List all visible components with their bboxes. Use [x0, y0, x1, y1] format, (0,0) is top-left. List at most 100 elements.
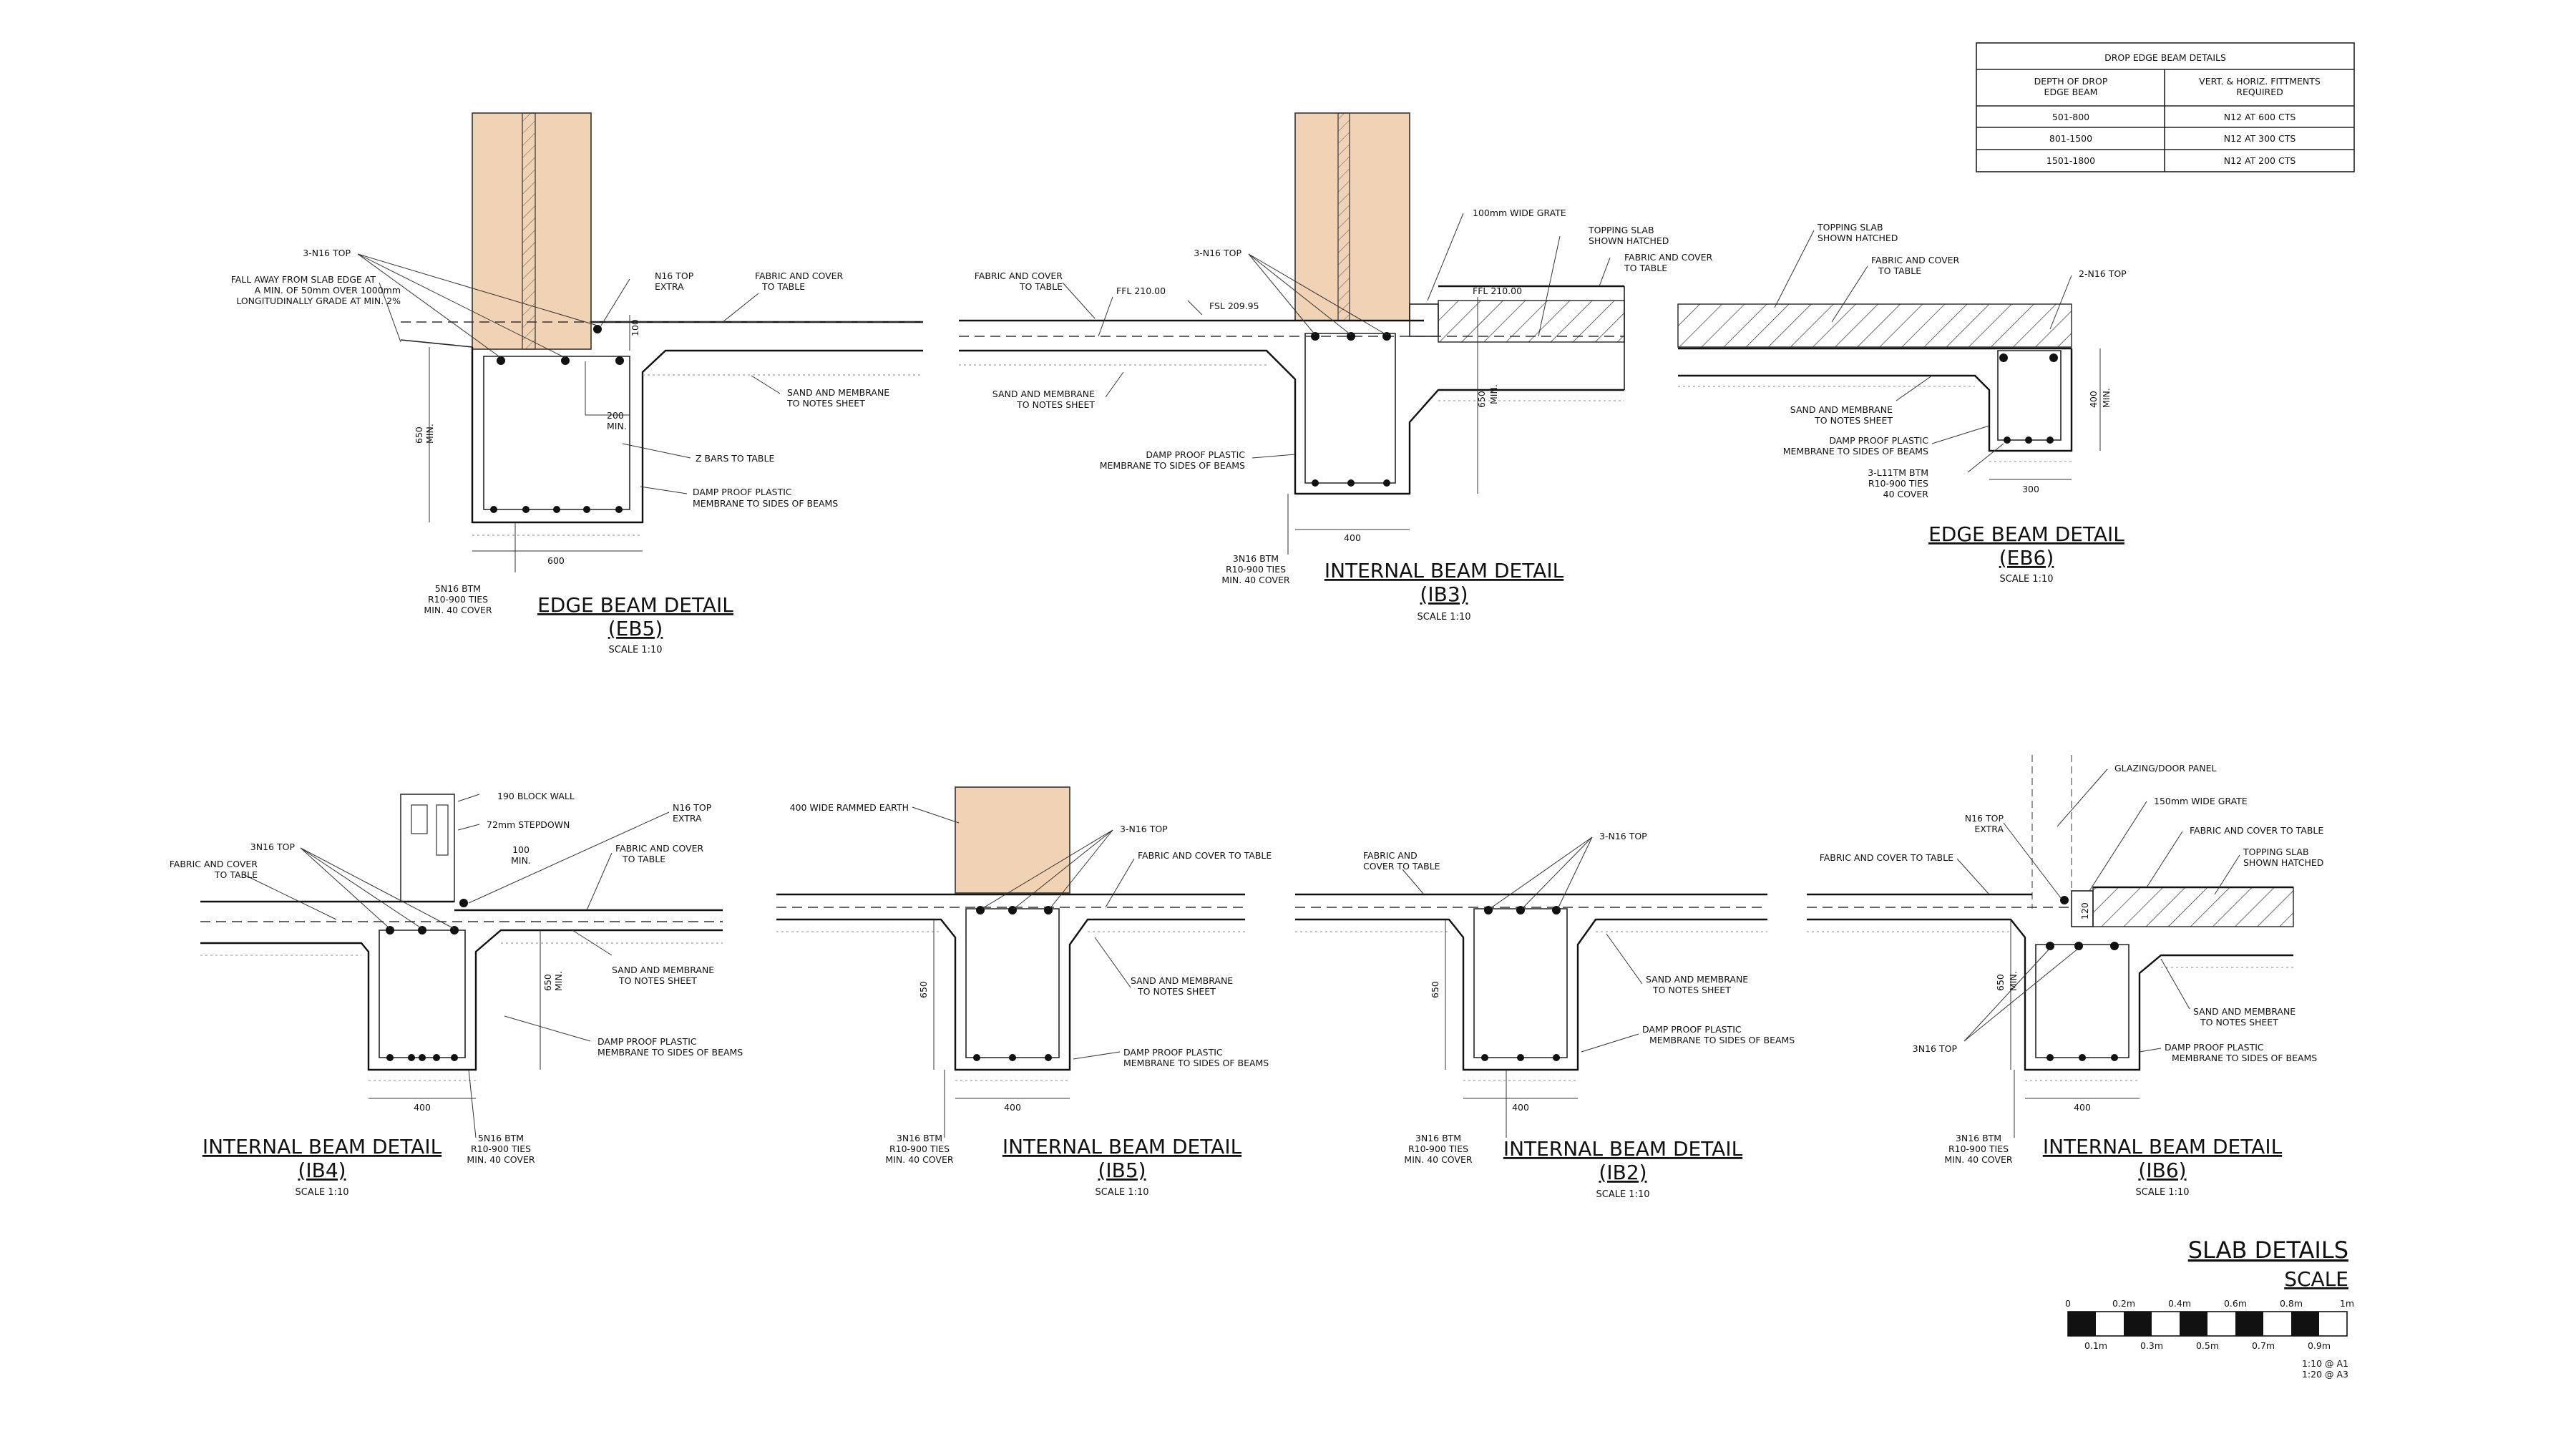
- svg-text:FSL 209.95: FSL 209.95: [1209, 301, 1259, 311]
- svg-text:0.8m: 0.8m: [2280, 1298, 2303, 1309]
- detail-scale: SCALE 1:10: [1596, 1189, 1649, 1200]
- svg-text:100mm WIDE GRATE: 100mm WIDE GRATE: [1473, 208, 1566, 218]
- svg-text:TO NOTES SHEET: TO NOTES SHEET: [1016, 399, 1095, 410]
- svg-text:TO TABLE: TO TABLE: [1624, 263, 1667, 273]
- svg-text:FABRIC AND COVER: FABRIC AND COVER: [170, 859, 258, 869]
- svg-text:DAMP PROOF PLASTIC: DAMP PROOF PLASTIC: [693, 487, 792, 497]
- svg-text:FABRIC AND: FABRIC AND: [1363, 850, 1418, 861]
- svg-text:MIN. 40 COVER: MIN. 40 COVER: [1404, 1154, 1472, 1165]
- svg-text:3N16 TOP: 3N16 TOP: [250, 841, 296, 852]
- svg-text:TOPPING SLAB: TOPPING SLAB: [1588, 225, 1654, 235]
- svg-text:R10-900 TIES: R10-900 TIES: [889, 1143, 950, 1154]
- svg-text:FABRIC AND COVER: FABRIC AND COVER: [615, 843, 704, 854]
- svg-text:DAMP PROOF PLASTIC: DAMP PROOF PLASTIC: [597, 1036, 697, 1047]
- svg-text:0.6m: 0.6m: [2224, 1298, 2247, 1309]
- svg-text:MIN.: MIN.: [607, 421, 627, 431]
- drop-edge-beam-table: DROP EDGE BEAM DETAILS DEPTH OF DROP EDG…: [1976, 42, 2355, 172]
- detail-scale: SCALE 1:10: [1999, 574, 2053, 585]
- sheet-title-block: SLAB DETAILS SCALE 0 0.2m 0.4m 0.6m 0.8m…: [2065, 1236, 2354, 1380]
- svg-text:0.9m: 0.9m: [2308, 1340, 2331, 1351]
- svg-text:650: 650: [414, 426, 424, 444]
- svg-text:A MIN. OF 50mm OVER 1000mm: A MIN. OF 50mm OVER 1000mm: [255, 285, 401, 296]
- svg-text:650: 650: [918, 981, 929, 998]
- svg-text:DAMP PROOF PLASTIC: DAMP PROOF PLASTIC: [2165, 1042, 2264, 1053]
- svg-text:FABRIC AND COVER: FABRIC AND COVER: [755, 270, 844, 281]
- svg-text:MIN.: MIN.: [553, 971, 564, 991]
- table-cell: N12 AT 300 CTS: [2224, 133, 2296, 144]
- svg-text:FABRIC AND COVER: FABRIC AND COVER: [1871, 255, 1960, 265]
- svg-text:MEMBRANE TO SIDES OF BEAMS: MEMBRANE TO SIDES OF BEAMS: [1100, 460, 1245, 471]
- table-header-depth: DEPTH OF DROP: [2034, 76, 2108, 87]
- svg-text:0.3m: 0.3m: [2140, 1340, 2163, 1351]
- svg-text:R10-900 TIES: R10-900 TIES: [1948, 1143, 2009, 1154]
- table-header-fittments: VERT. & HORIZ. FITTMENTS: [2199, 76, 2321, 87]
- detail-eb5: 3-N16 TOP FALL AWAY FROM SLAB EDGE AT A …: [231, 112, 923, 655]
- detail-code: (IB3): [1420, 582, 1468, 606]
- detail-ib6: GLAZING/DOOR PANEL 150mm WIDE GRATE N16 …: [1807, 755, 2323, 1198]
- svg-text:MIN. 40 COVER: MIN. 40 COVER: [1221, 575, 1289, 585]
- svg-text:MEMBRANE TO SIDES OF BEAMS: MEMBRANE TO SIDES OF BEAMS: [1783, 446, 1928, 457]
- svg-text:3N16 BTM: 3N16 BTM: [897, 1133, 942, 1143]
- svg-text:MIN.: MIN.: [424, 424, 435, 444]
- svg-text:EXTRA: EXTRA: [673, 813, 702, 824]
- detail-code: (IB4): [298, 1158, 346, 1182]
- detail-scale: SCALE 1:10: [1417, 612, 1470, 623]
- svg-text:120: 120: [2079, 902, 2090, 919]
- detail-ib2: 3-N16 TOP FABRIC AND COVER TO TABLE SAND…: [1295, 831, 1795, 1200]
- svg-text:MIN.: MIN.: [1488, 384, 1499, 404]
- svg-text:MEMBRANE TO SIDES OF BEAMS: MEMBRANE TO SIDES OF BEAMS: [1649, 1035, 1795, 1045]
- svg-text:3-N16 TOP: 3-N16 TOP: [1120, 824, 1168, 834]
- scale-bar-title: SCALE: [2284, 1267, 2348, 1291]
- svg-text:3N16 BTM: 3N16 BTM: [1956, 1133, 2001, 1143]
- svg-text:MIN.: MIN.: [511, 855, 531, 866]
- svg-text:SAND AND MEMBRANE: SAND AND MEMBRANE: [1131, 975, 1233, 986]
- svg-text:REQUIRED: REQUIRED: [2236, 87, 2283, 97]
- svg-text:TO TABLE: TO TABLE: [1019, 281, 1063, 292]
- svg-text:TO NOTES SHEET: TO NOTES SHEET: [1137, 986, 1216, 997]
- svg-text:Z BARS TO TABLE: Z BARS TO TABLE: [696, 453, 774, 464]
- svg-text:5N16 BTM: 5N16 BTM: [478, 1133, 524, 1143]
- svg-text:SHOWN HATCHED: SHOWN HATCHED: [2243, 857, 2323, 868]
- svg-text:EXTRA: EXTRA: [655, 281, 684, 292]
- table-cell: N12 AT 600 CTS: [2224, 112, 2296, 122]
- svg-text:MIN.: MIN.: [2101, 388, 2112, 408]
- svg-text:600: 600: [547, 555, 565, 566]
- detail-scale: SCALE 1:10: [1095, 1187, 1148, 1198]
- svg-text:400: 400: [1344, 532, 1361, 543]
- svg-text:72mm STEPDOWN: 72mm STEPDOWN: [487, 819, 570, 830]
- svg-text:3N16 BTM: 3N16 BTM: [1233, 553, 1279, 564]
- svg-text:R10-900 TIES: R10-900 TIES: [1226, 564, 1286, 575]
- svg-text:650: 650: [542, 974, 553, 991]
- svg-text:SAND AND MEMBRANE: SAND AND MEMBRANE: [612, 965, 714, 975]
- svg-text:EDGE BEAM: EDGE BEAM: [2044, 87, 2098, 97]
- svg-text:TO TABLE: TO TABLE: [761, 281, 805, 292]
- svg-text:SAND AND MEMBRANE: SAND AND MEMBRANE: [1790, 404, 1893, 415]
- svg-text:R10-900 TIES: R10-900 TIES: [428, 594, 488, 605]
- svg-text:SHOWN HATCHED: SHOWN HATCHED: [1818, 233, 1898, 243]
- svg-text:R10-900 TIES: R10-900 TIES: [1868, 478, 1928, 489]
- svg-text:FABRIC AND COVER: FABRIC AND COVER: [975, 270, 1063, 281]
- svg-text:0.1m: 0.1m: [2084, 1340, 2107, 1351]
- svg-text:650: 650: [1430, 981, 1440, 998]
- detail-eb6: TOPPING SLAB SHOWN HATCHED FABRIC AND CO…: [1677, 222, 2127, 585]
- svg-text:SAND AND MEMBRANE: SAND AND MEMBRANE: [2193, 1006, 2296, 1017]
- svg-text:150mm WIDE GRATE: 150mm WIDE GRATE: [2154, 796, 2248, 806]
- svg-text:TO NOTES SHEET: TO NOTES SHEET: [618, 975, 697, 986]
- svg-text:MEMBRANE TO SIDES OF BEAMS: MEMBRANE TO SIDES OF BEAMS: [693, 498, 838, 509]
- detail-title: INTERNAL BEAM DETAIL: [1324, 559, 1564, 582]
- svg-text:3N16 TOP: 3N16 TOP: [1913, 1043, 1958, 1054]
- table-title: DROP EDGE BEAM DETAILS: [2104, 52, 2226, 63]
- table-cell: 1501-1800: [2046, 155, 2095, 166]
- detail-code: (IB2): [1599, 1161, 1646, 1184]
- svg-text:300: 300: [2022, 484, 2039, 494]
- detail-title: INTERNAL BEAM DETAIL: [1503, 1137, 1743, 1161]
- svg-text:TO TABLE: TO TABLE: [622, 854, 665, 864]
- svg-text:DAMP PROOF PLASTIC: DAMP PROOF PLASTIC: [1146, 449, 1245, 460]
- detail-scale: SCALE 1:10: [608, 645, 662, 655]
- rammed-earth-wall: [955, 786, 1070, 894]
- svg-text:FFL 210.00: FFL 210.00: [1116, 286, 1166, 296]
- svg-text:MEMBRANE TO SIDES OF BEAMS: MEMBRANE TO SIDES OF BEAMS: [2172, 1053, 2317, 1063]
- detail-ib3: 3-N16 TOP FABRIC AND COVER TO TABLE FFL …: [959, 112, 1713, 623]
- svg-text:3-N16 TOP: 3-N16 TOP: [1194, 248, 1241, 258]
- detail-code: (EB6): [1999, 546, 2054, 570]
